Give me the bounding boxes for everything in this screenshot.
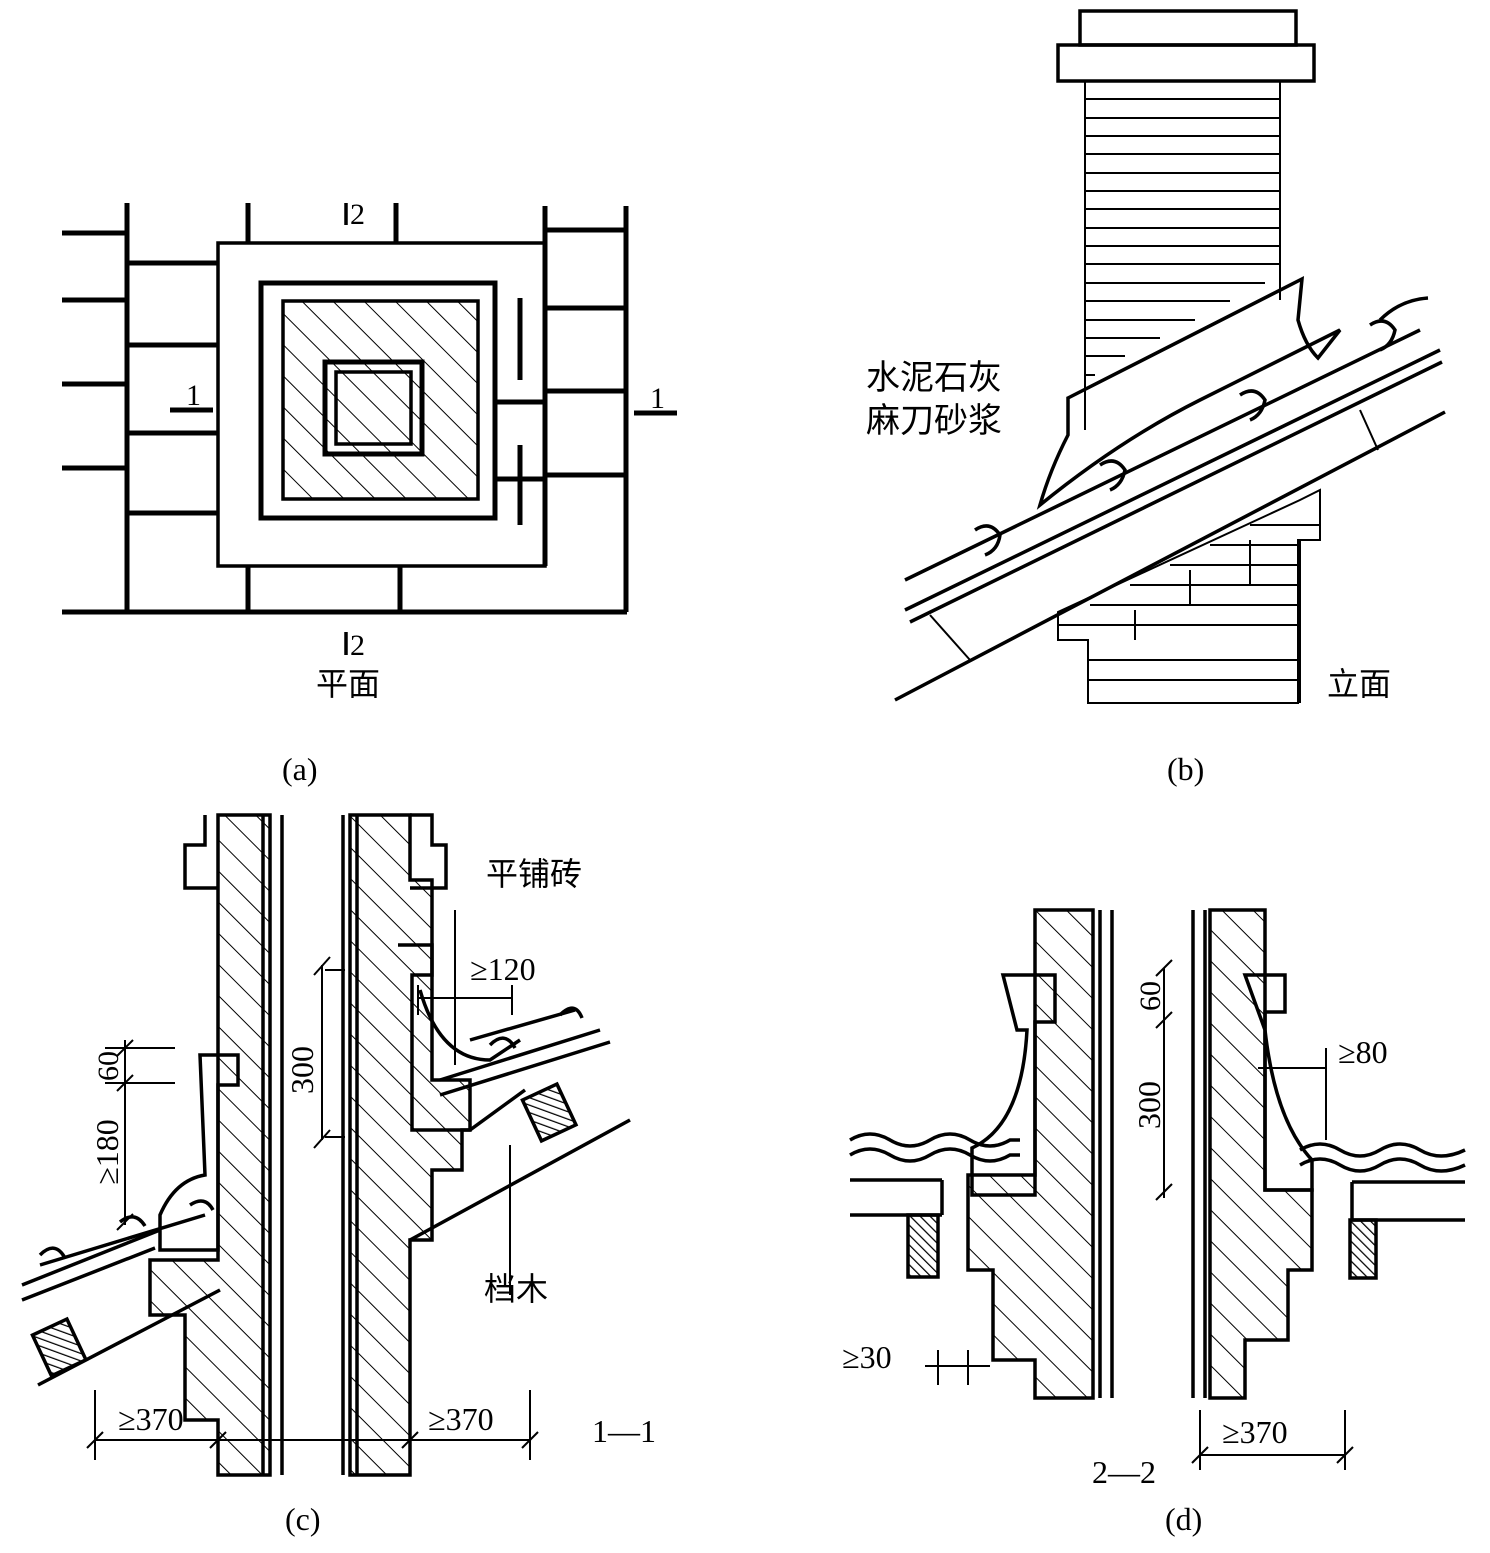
panel-a-plan: 1 1 2 2 平面 (a) (62, 198, 677, 787)
flue-liner-lines (261, 815, 359, 1475)
plan-chimney-masonry (281, 299, 480, 501)
dim-370-left: ≥370 (118, 1401, 184, 1437)
d-left-purlin (906, 1213, 940, 1279)
dim-370-d: ≥370 (1222, 1414, 1288, 1450)
right-flat-brick-flashing (398, 943, 527, 1132)
section-label-2-2: 2—2 (1092, 1454, 1156, 1490)
right-mortar-fillet (418, 989, 521, 1062)
wood-batten-left (30, 1316, 89, 1379)
dim-300-d: 300 (1131, 1081, 1167, 1129)
mortar-fillet (1036, 275, 1342, 510)
chimney-cap-band (1056, 43, 1316, 83)
left-cap-corbel (183, 815, 218, 890)
roof-right-c (409, 1006, 631, 1242)
roof-left-c (21, 1199, 221, 1387)
plan-outer-collar (216, 241, 547, 568)
section-marks: 1 1 2 2 (170, 198, 677, 662)
section-mark-left: 1 (186, 379, 201, 412)
section-mark-bottom: 2 (350, 629, 365, 662)
panel-b-elevation: 水泥石灰 麻刀砂浆 立面 (b) (866, 9, 1446, 787)
section-label-1-1: 1—1 (592, 1413, 656, 1449)
dimension-lines-d (925, 959, 1354, 1470)
right-cap-corbel (410, 813, 448, 890)
d-flue-lines (1098, 910, 1207, 1398)
dim-300-c: 300 (284, 1046, 320, 1094)
d-roof-sheets (849, 1132, 1466, 1222)
caption-c: (c) (285, 1501, 321, 1537)
dim-180: ≥180 (89, 1119, 125, 1185)
panel-c-section-1-1: 平铺砖 档木 ≥120 300 60 ≥180 ≥370 ≥370 1—1 (c… (21, 813, 656, 1537)
dim-30: ≥30 (842, 1339, 892, 1375)
elevation-view-label: 立面 (1327, 665, 1391, 703)
plan-chimney-outline (258, 280, 498, 521)
d-left-wall (966, 908, 1095, 1400)
caption-a: (a) (282, 751, 318, 787)
chimney-cap-top (1078, 9, 1298, 47)
plan-view-label: 平面 (316, 665, 380, 703)
caption-b: (b) (1167, 751, 1204, 787)
material-label-line2: 麻刀砂浆 (866, 401, 1002, 441)
panel-d-section-2-2: 60 300 ≥80 ≥30 ≥370 2—2 (d) (842, 908, 1466, 1537)
plan-flue-liner (322, 359, 425, 457)
d-right-wall (1208, 908, 1314, 1400)
d-right-flashing (1242, 973, 1314, 1192)
d-right-purlin (1348, 1218, 1378, 1280)
dim-60-c: 60 (92, 1051, 125, 1081)
left-chimney-wall (148, 813, 272, 1477)
lower-chimney-bricks (1057, 488, 1321, 704)
right-chimney-wall (348, 813, 472, 1477)
dimension-lines-c (86, 956, 539, 1460)
material-label-line1: 水泥石灰 (866, 358, 1002, 398)
chimney-brick-courses (1084, 81, 1281, 430)
d-left-flashing (970, 973, 1057, 1197)
dim-370-right: ≥370 (428, 1401, 494, 1437)
caption-d: (d) (1165, 1501, 1202, 1537)
section-mark-right: 1 (650, 382, 665, 415)
left-flat-brick-flashing (158, 1053, 240, 1252)
label-flat-brick: 平铺砖 (486, 855, 582, 893)
wood-batten-right (520, 1081, 579, 1144)
dim-120: ≥120 (470, 951, 536, 987)
plan-flue-opening (334, 370, 413, 446)
dim-80: ≥80 (1338, 1034, 1388, 1070)
dim-60-d: 60 (1134, 981, 1167, 1011)
label-wood-batten: 档木 (484, 1270, 548, 1308)
section-mark-top: 2 (350, 198, 365, 231)
roof-tiles-elevation (894, 296, 1446, 702)
